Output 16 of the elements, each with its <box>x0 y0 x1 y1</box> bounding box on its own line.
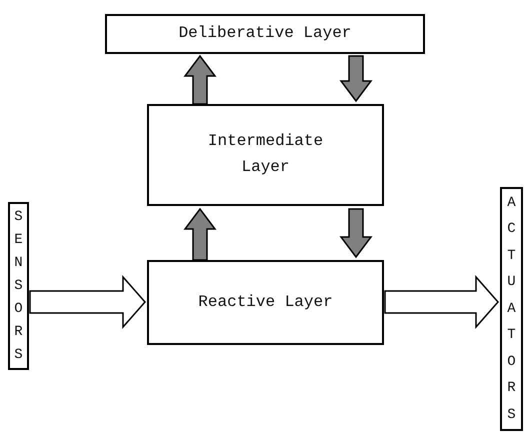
layer-label: Deliberative Layer <box>178 23 352 44</box>
layer-box <box>147 260 384 345</box>
block-arrow <box>184 208 216 261</box>
layer-box <box>105 14 425 54</box>
layer-box <box>147 104 384 206</box>
vertical-label: ACTUATORS <box>506 194 517 425</box>
vertical-label-box <box>8 202 29 370</box>
block-arrow <box>340 55 372 102</box>
block-arrow <box>384 275 499 329</box>
block-arrow <box>184 54 216 105</box>
layer-label: Reactive Layer <box>198 292 333 313</box>
block-arrow <box>340 208 372 258</box>
vertical-label-box <box>500 187 523 431</box>
block-arrow <box>29 275 146 329</box>
vertical-label: SENSORS <box>13 208 24 364</box>
layer-label: Intermediate Layer <box>206 131 324 178</box>
